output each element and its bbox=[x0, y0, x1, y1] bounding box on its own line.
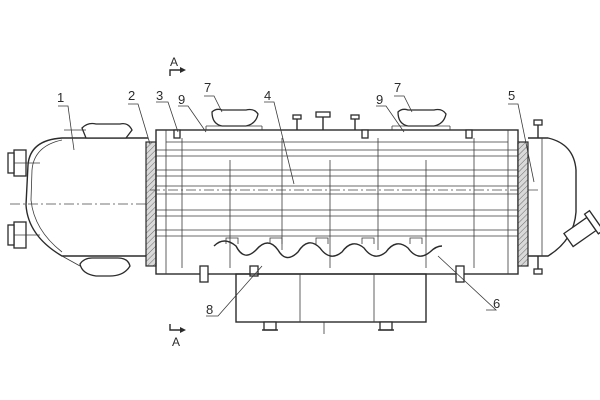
svg-text:A: A bbox=[170, 55, 178, 69]
callout-6: 6 bbox=[493, 296, 500, 311]
left-channel-head bbox=[7, 122, 150, 277]
callout-5: 5 bbox=[508, 88, 515, 103]
svg-text:A: A bbox=[172, 335, 180, 349]
callout-7-left: 7 bbox=[204, 80, 211, 95]
saddle-top-left bbox=[211, 108, 259, 127]
right-channel-head bbox=[528, 119, 600, 275]
left-tubesheet bbox=[145, 141, 157, 267]
section-marker-top: A bbox=[169, 55, 186, 76]
callout-3: 3 bbox=[156, 88, 163, 103]
right-angled-nozzle bbox=[563, 209, 600, 248]
callout-1: 1 bbox=[57, 90, 64, 105]
callout-7-right: 7 bbox=[394, 80, 401, 95]
section-marker-bottom: A bbox=[169, 324, 186, 349]
saddle-top-right bbox=[397, 108, 447, 127]
callout-2: 2 bbox=[128, 88, 135, 103]
leader-lines bbox=[58, 95, 535, 317]
left-bottom-pad bbox=[79, 257, 131, 277]
callout-9-left: 9 bbox=[178, 92, 185, 107]
bottom-wave-supports bbox=[199, 237, 465, 283]
callout-8: 8 bbox=[206, 302, 213, 317]
callout-9-right: 9 bbox=[376, 92, 383, 107]
lower-chamber bbox=[235, 273, 427, 334]
left-top-pad bbox=[81, 122, 133, 139]
callout-4: 4 bbox=[264, 88, 271, 103]
right-tubesheet bbox=[517, 141, 529, 267]
